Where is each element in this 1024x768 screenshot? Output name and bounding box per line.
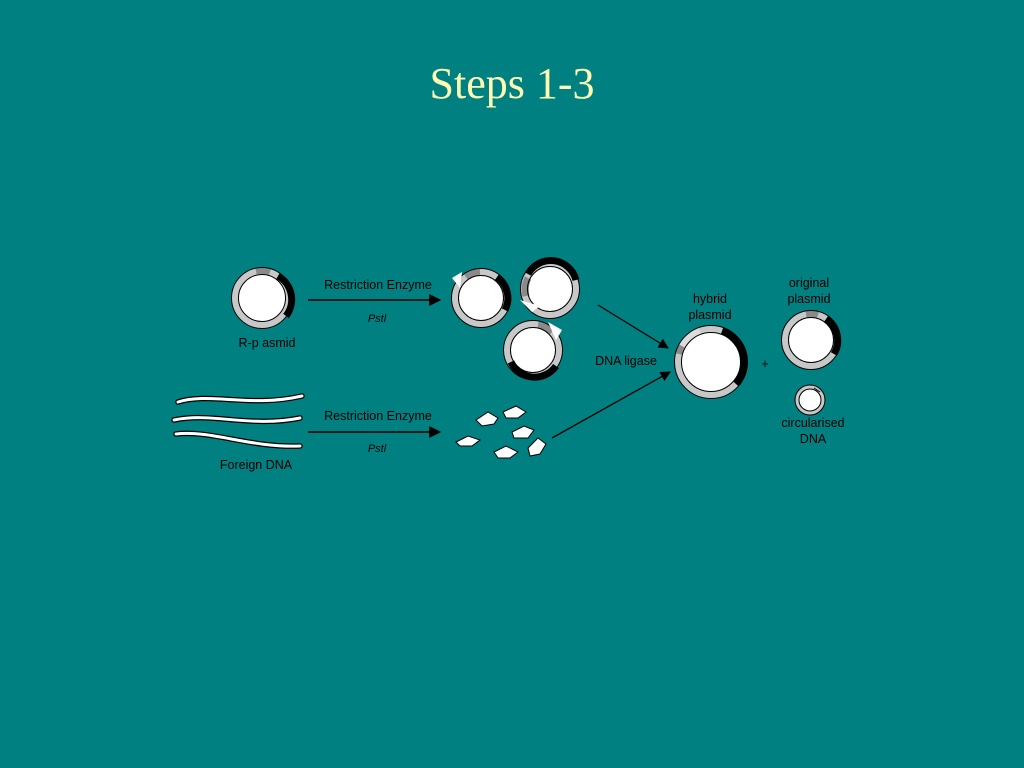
foreign-dna-strands: [171, 393, 305, 449]
original-plasmid-label-line1: original: [789, 276, 829, 290]
hybrid-plasmid-label-line2: plasmid: [688, 308, 731, 322]
foreign-dna-label: Foreign DNA: [220, 458, 293, 472]
dna-ligase-label: DNA ligase: [595, 354, 657, 368]
circularised-dna-label-line2: DNA: [800, 432, 827, 446]
hybrid-plasmid: [674, 325, 748, 399]
cut-plasmid-2: [520, 256, 580, 319]
r-plasmid: [231, 267, 296, 329]
ligase-arrow-top: [597, 304, 669, 349]
restriction-enzyme-label-bottom: Restriction Enzyme: [324, 409, 432, 423]
r-plasmid-label: R-p asmid: [239, 336, 296, 350]
dna-fragments: [455, 405, 547, 459]
cut-plasmid-1: [451, 268, 512, 328]
cut-plasmid-3: [503, 320, 563, 381]
ligase-arrow-bottom: [551, 371, 671, 439]
original-plasmid: [781, 310, 842, 370]
original-plasmid-label-line2: plasmid: [787, 292, 830, 306]
circularised-dna: [794, 384, 826, 416]
enzyme-name-top: Pstl: [368, 313, 387, 325]
enzyme-name-bottom: Pstl: [368, 443, 387, 455]
circularised-dna-label-line1: circularised: [781, 416, 844, 430]
slide-title: Steps 1-3: [429, 59, 595, 108]
plus-sign: +: [761, 357, 768, 371]
restriction-enzyme-label-top: Restriction Enzyme: [324, 278, 432, 292]
hybrid-plasmid-label-line1: hybrid: [693, 292, 727, 306]
